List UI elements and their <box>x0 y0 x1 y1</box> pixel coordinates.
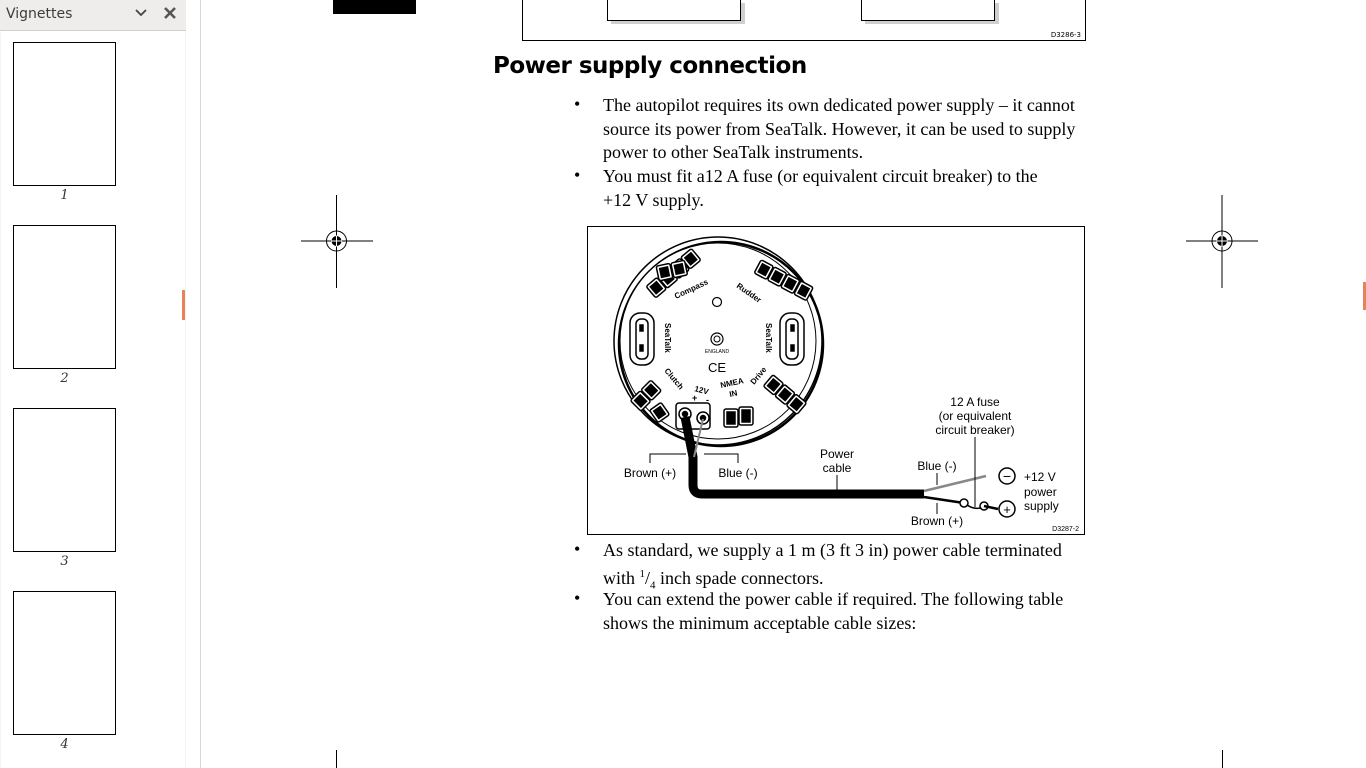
wiring-diagram-svg: ENGLAND CE Compass Rudder SeaTalk SeaTal… <box>613 236 1079 533</box>
text-fragment: inch spade connectors. <box>655 567 824 588</box>
nmea-in-label: IN <box>729 388 739 399</box>
section-title: Power supply connection <box>493 53 807 79</box>
document-scroll-indicator[interactable] <box>1363 282 1366 310</box>
fuse-terminal-a <box>959 498 969 508</box>
text-line: source its power from SeaTalk. However, … <box>603 118 1076 139</box>
power-cable-label-1: Power <box>820 447 854 461</box>
page-thumbnail-2[interactable] <box>13 225 116 369</box>
text-fragment: with <box>603 567 640 588</box>
page-thumbnail-4[interactable] <box>13 591 116 735</box>
thumbnail-sidebar: Vignettes 1 2 3 4 <box>0 0 187 768</box>
terminal-minus-symbol: − <box>1003 468 1011 484</box>
supply-label-3: supply <box>1024 499 1059 513</box>
text-line: power to other SeaTalk instruments. <box>603 142 864 162</box>
minus-label: - <box>706 395 709 405</box>
page-header-bar <box>333 0 416 14</box>
text-line: +12 V supply. <box>603 189 704 210</box>
bullet-marker: • <box>574 539 581 559</box>
brown-plus-label-2: Brown (+) <box>911 514 963 528</box>
fuse-label-3: circuit breaker) <box>935 423 1014 437</box>
sidebar-scroll-indicator[interactable] <box>182 290 185 320</box>
seatalk-right-label: SeaTalk <box>764 323 773 353</box>
registration-mark-icon <box>1186 195 1258 288</box>
crop-mark <box>336 750 337 768</box>
bullet-marker: • <box>574 94 581 114</box>
ce-mark: CE <box>708 360 726 375</box>
crop-mark <box>1222 750 1223 768</box>
text-line: The autopilot requires its own dedicated… <box>603 95 1075 115</box>
compass-terminals-2 <box>655 259 688 282</box>
page-thumbnail-label: 1 <box>60 188 69 203</box>
figure-code: D3286-3 <box>1050 31 1081 39</box>
blue-minus-label-2: Blue (-) <box>917 459 956 473</box>
brown-wire <box>923 495 965 505</box>
thumbnail-list: 1 2 3 4 <box>1 31 185 768</box>
close-icon[interactable] <box>162 5 178 21</box>
top-figure: D3286-3 <box>522 0 1086 41</box>
england-label: ENGLAND <box>705 349 730 355</box>
bullet-text: You must fit a12 A fuse (or equivalent c… <box>603 165 1093 212</box>
seatalk-left-connector <box>629 312 655 366</box>
diagram-code: D3287-2 <box>1052 526 1079 533</box>
power-cable <box>680 416 924 499</box>
clutch-terminals <box>630 380 670 423</box>
rudder-terminals <box>754 259 814 301</box>
supply-positive-terminal <box>998 500 1016 518</box>
seatalk-right-connector <box>779 312 805 366</box>
terminal-plus-symbol: + <box>1003 502 1011 517</box>
bullet-marker: • <box>574 588 581 608</box>
drive-terminals <box>763 374 807 415</box>
nmea-terminals <box>723 406 754 428</box>
bullet-text: You can extend the power cable if requir… <box>603 588 1093 635</box>
fuse-label-1: 12 A fuse <box>950 395 1000 409</box>
fuse-label-2: (or equivalent <box>939 409 1012 423</box>
bullet-marker: • <box>574 165 581 185</box>
supply-negative-terminal <box>998 467 1016 485</box>
fraction-denominator: 4 <box>650 579 656 592</box>
text-line: As standard, we supply a 1 m (3 ft 3 in)… <box>603 540 1062 560</box>
text-line: You can extend the power cable if requir… <box>603 589 1064 609</box>
figure-box <box>861 0 995 21</box>
page-thumbnail-label: 3 <box>60 554 69 569</box>
text-line: with 1/4 inch spade connectors. <box>603 563 1093 598</box>
chevron-down-icon[interactable] <box>134 6 148 20</box>
brown-plus-label: Brown (+) <box>624 466 676 480</box>
registration-mark-icon <box>301 195 373 288</box>
fraction-separator: / <box>645 567 651 588</box>
text-line: You must fit a12 A fuse (or equivalent c… <box>603 166 1038 186</box>
document-page: D3286-3 Power supply connection • The au… <box>201 0 1366 768</box>
figure-box <box>607 0 741 21</box>
plus-label: + <box>692 393 697 403</box>
page-thumbnail-label: 2 <box>60 371 69 386</box>
pane-divider[interactable] <box>186 0 201 768</box>
blue-minus-label: Blue (-) <box>718 466 757 480</box>
bullet-text: As standard, we supply a 1 m (3 ft 3 in)… <box>603 539 1093 598</box>
blue-wire <box>923 474 987 493</box>
sidebar-title[interactable]: Vignettes <box>6 6 73 22</box>
wiring-diagram: ENGLAND CE Compass Rudder SeaTalk SeaTal… <box>587 226 1085 535</box>
text-line: shows the minimum acceptable cable sizes… <box>603 612 917 633</box>
page-thumbnail-1[interactable] <box>13 42 116 186</box>
page-thumbnail-3[interactable] <box>13 408 116 552</box>
12v-label: 12V <box>693 384 710 397</box>
page-thumbnail-label: 4 <box>60 737 69 752</box>
supply-label-1: +12 V <box>1024 470 1056 484</box>
12v-terminals <box>675 402 711 430</box>
power-cable-label-2: cable <box>823 461 852 475</box>
sidebar-header: Vignettes <box>0 0 186 31</box>
supply-label-2: power <box>1024 485 1057 499</box>
bullet-text: The autopilot requires its own dedicated… <box>603 94 1093 165</box>
fraction-numerator: 1 <box>639 567 646 580</box>
seatalk-left-label: SeaTalk <box>663 323 672 353</box>
